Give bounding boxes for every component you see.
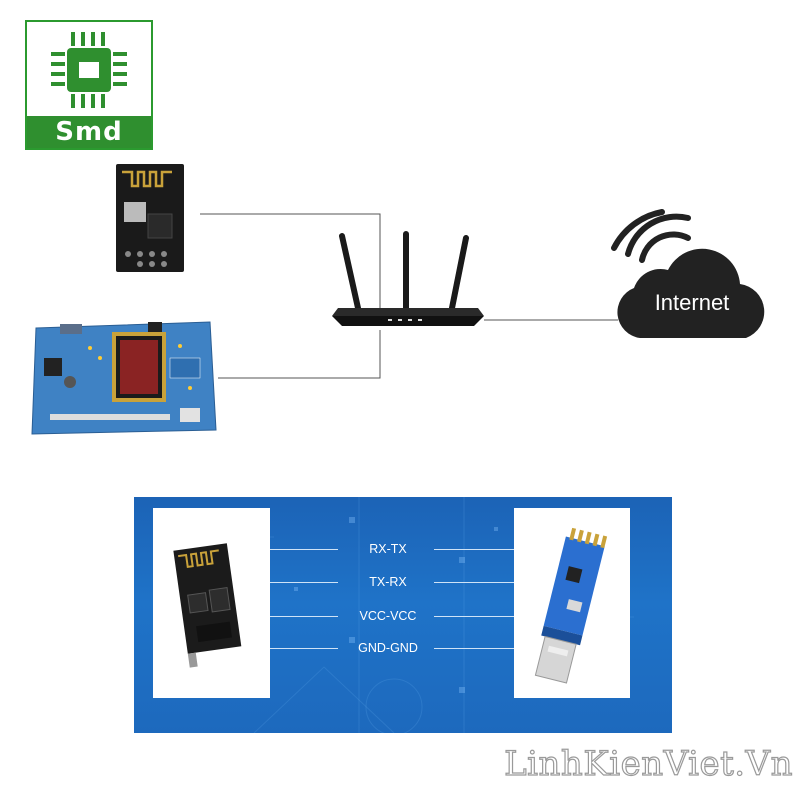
connection-panel: RX-TX TX-RX VCC-VCC GND-GND	[134, 497, 672, 733]
board-to-router-line	[218, 330, 381, 379]
pin-line-left	[270, 549, 338, 550]
cloud-icon	[611, 209, 765, 338]
pin-label: GND-GND	[358, 641, 418, 655]
esp8266-module-icon	[116, 164, 184, 272]
pin-line-right	[434, 582, 514, 583]
watermark-text: LinhKienViet.Vn	[503, 743, 793, 784]
esp01-module-icon	[173, 543, 242, 668]
left-device-card	[153, 508, 270, 698]
pin-line-right	[434, 616, 514, 617]
pin-label: RX-TX	[369, 542, 407, 556]
usb-ttl-adapter-icon	[534, 527, 608, 684]
pin-line-left	[270, 582, 338, 583]
pin-line-right	[434, 549, 514, 550]
pin-label: VCC-VCC	[359, 609, 417, 623]
pin-line-left	[270, 648, 338, 649]
pin-label: TX-RX	[369, 575, 407, 589]
logo-text: Smd	[27, 116, 151, 148]
right-device-card	[514, 508, 630, 698]
pin-line-right	[434, 648, 514, 649]
chip-icon	[51, 32, 127, 108]
brand-logo: Smd	[25, 20, 153, 150]
wifi-router-icon	[332, 231, 484, 326]
network-wiring	[200, 213, 618, 379]
pin-line-left	[270, 616, 338, 617]
internet-label: Internet	[654, 290, 730, 315]
esp-to-router-line	[200, 213, 381, 322]
development-board-icon	[31, 321, 217, 435]
